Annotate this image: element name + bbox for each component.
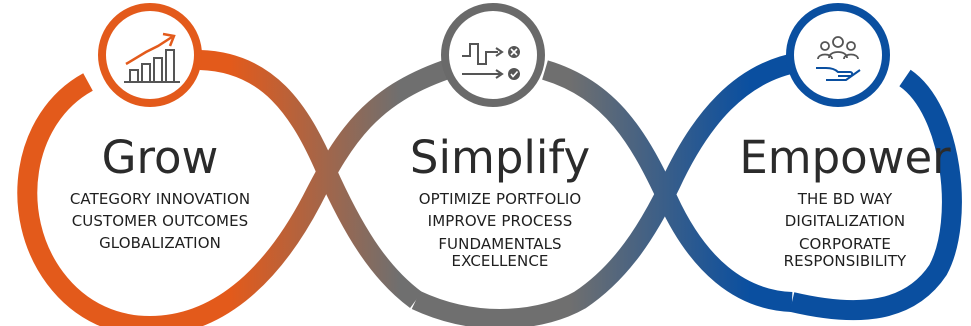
simplify-icon-badge xyxy=(441,3,545,107)
grow-item: GLOBALIZATION xyxy=(99,234,221,252)
growth-chart-icon xyxy=(124,32,180,83)
grow-item: CATEGORY INNOVATION xyxy=(69,190,251,208)
grow-icon-badge xyxy=(98,3,202,107)
grow-item-list: CATEGORY INNOVATION CUSTOMER OUTCOMES GL… xyxy=(30,188,290,254)
empower-title: Empower xyxy=(739,131,951,184)
simplify-item-list: OPTIMIZE PORTFOLIO IMPROVE PROCESS FUNDA… xyxy=(360,188,640,270)
grow-loop xyxy=(17,73,151,326)
grow-title: Grow xyxy=(101,131,219,184)
simplify-item: FUNDAMENTALS EXCELLENCE xyxy=(438,235,562,270)
simplify-empower-ribbon-bottom xyxy=(411,52,802,326)
empower-item: DIGITALIZATION xyxy=(784,212,906,230)
people-hand-icon xyxy=(817,36,859,60)
grow-simplify-ribbon-bottom xyxy=(149,60,449,326)
simplify-item: OPTIMIZE PORTFOLIO xyxy=(418,190,582,208)
empower-loop xyxy=(789,69,962,321)
approve-icon xyxy=(508,68,520,80)
empower-item: THE BD WAY xyxy=(797,190,893,208)
simplify-title: Simplify xyxy=(409,131,591,184)
grow-item: CUSTOMER OUTCOMES xyxy=(71,212,249,230)
empower-item-list: THE BD WAY DIGITALIZATION CORPORATE RESP… xyxy=(735,188,955,270)
process-flow-icon xyxy=(462,43,504,79)
empower-item: CORPORATE RESPONSIBILITY xyxy=(783,235,907,270)
simplify-item: IMPROVE PROCESS xyxy=(427,212,573,230)
hand-icon xyxy=(816,67,861,81)
empower-icon-badge xyxy=(786,3,890,107)
